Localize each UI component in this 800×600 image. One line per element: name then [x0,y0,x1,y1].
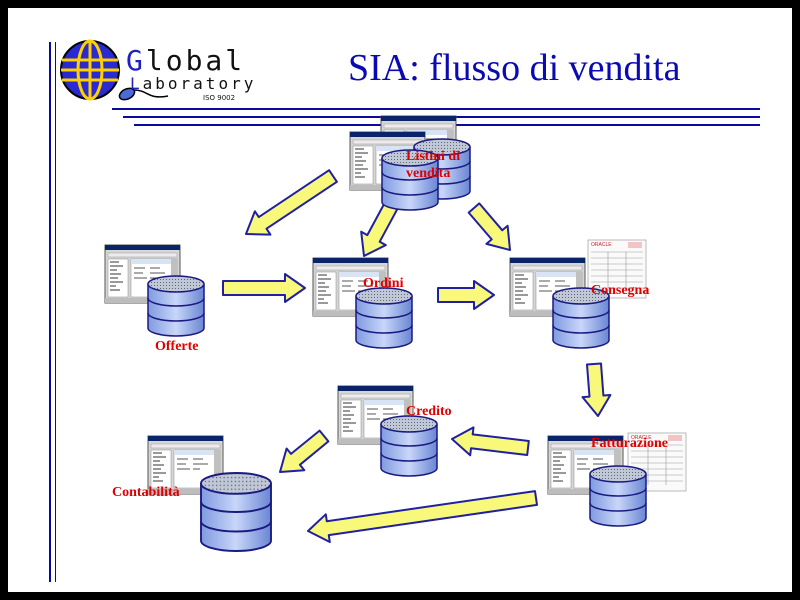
label-fatturazione: Fatturazione [591,436,668,451]
left-rule-line [49,42,51,582]
database-cylinder-icon [589,465,647,527]
flow-arrow-credito-to-contabilita [279,429,330,473]
database-cylinder-icon [380,415,438,477]
flow-arrow-fatturazione-to-credito [451,426,530,457]
database-cylinder-icon [200,472,272,552]
slide-title: SIA: flusso di vendita [348,47,681,89]
title-rule-line [112,108,760,110]
database-cylinder-icon [147,275,205,337]
logo-wordmark: Global [126,44,246,77]
flow-arrow-listini-to-offerte [245,169,338,236]
mouse-icon [118,87,169,101]
database-cylinder-icon [355,287,413,349]
label-ordini: Ordini [363,276,404,291]
logo-wordmark-laboratory: Laboratory [130,74,257,93]
flow-arrow-consegna-to-fatturazione [581,362,612,417]
logo-certification: ISO 9002 [203,94,236,102]
flow-arrow-listini-to-ordini [360,201,399,257]
logo-graphic [60,39,169,101]
label-offerte: Offerte [155,339,199,354]
flow-arrow-fatturazione-to-contabilita [307,490,538,543]
label-consegna: Consegna [591,283,650,298]
flow-arrow-ordini-to-consegna [437,280,495,310]
flow-diagram: ORACLE [104,115,687,552]
label-credito: Credito [406,404,452,419]
node-ordini [312,257,413,349]
globe-logo-icon [60,39,120,101]
label-contabilita: Contabilità [112,485,180,500]
flow-arrow-offerte-to-ordini [222,273,306,303]
left-rule-line [55,42,56,582]
slide: Global Laboratory ISO 9002 SIA: flusso d… [8,8,792,592]
node-offerte [104,244,205,337]
flow-arrow-listini-to-consegna [467,202,511,251]
node-credito [337,385,438,477]
